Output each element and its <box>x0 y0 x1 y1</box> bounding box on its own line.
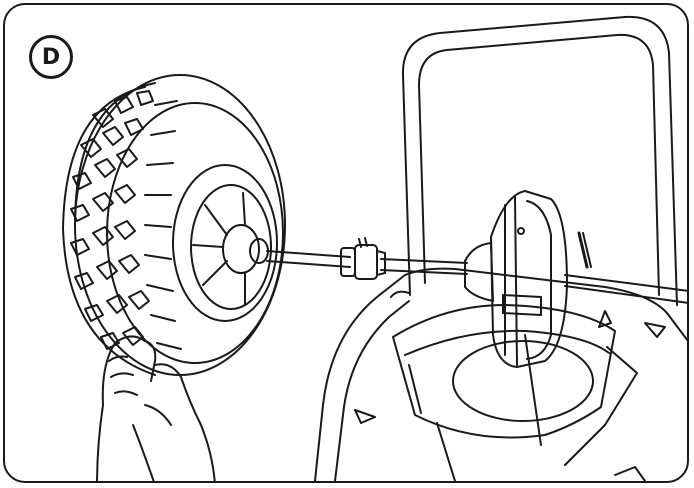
drive-hub <box>464 190 568 368</box>
axle-rod <box>266 250 687 304</box>
step-label: D <box>41 44 61 70</box>
handle-frame <box>401 15 678 306</box>
wheel-tire <box>62 74 286 376</box>
assembly-illustration <box>62 15 687 481</box>
step-badge: D <box>29 35 73 79</box>
hand <box>96 335 216 481</box>
axle-bushing <box>340 237 386 280</box>
illustration-frame: D <box>3 3 689 483</box>
wheel-hub <box>172 164 278 322</box>
